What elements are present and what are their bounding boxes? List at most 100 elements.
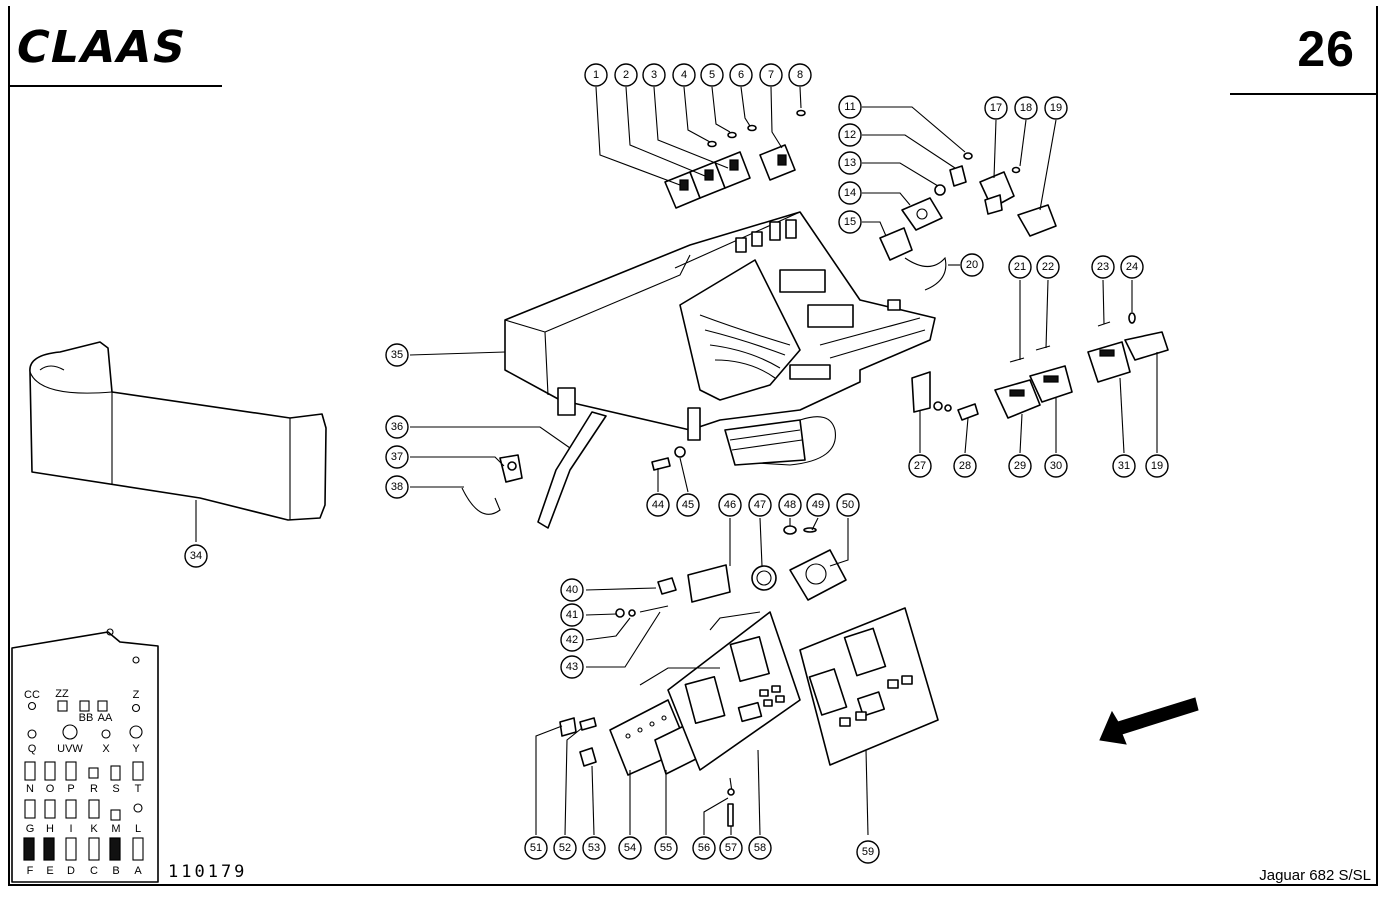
svg-text:BB: BB bbox=[79, 712, 94, 724]
callout-54: 54 bbox=[618, 836, 642, 860]
svg-text:36: 36 bbox=[391, 421, 403, 433]
svg-text:48: 48 bbox=[784, 499, 796, 511]
svg-text:5: 5 bbox=[709, 69, 715, 81]
part-54-55-switch-panel bbox=[609, 699, 699, 776]
callout-38: 38 bbox=[385, 475, 409, 499]
part-51-53-electrical bbox=[559, 717, 597, 767]
callout-20: 20 bbox=[960, 253, 984, 277]
svg-text:D: D bbox=[67, 865, 75, 877]
callout-24: 24 bbox=[1120, 255, 1144, 279]
svg-text:12: 12 bbox=[844, 129, 856, 141]
svg-text:52: 52 bbox=[559, 842, 571, 854]
callout-13: 13 bbox=[838, 151, 862, 175]
svg-text:O: O bbox=[46, 783, 55, 795]
part-44-45-bolt bbox=[651, 446, 686, 471]
svg-text:1: 1 bbox=[593, 69, 599, 81]
svg-text:CC: CC bbox=[24, 689, 40, 701]
part-35-console-housing bbox=[504, 211, 936, 441]
switch-key-row3: N O P R S T bbox=[24, 761, 144, 795]
callout-27: 27 bbox=[908, 454, 932, 478]
svg-text:G: G bbox=[26, 823, 35, 835]
callout-14: 14 bbox=[838, 181, 862, 205]
svg-text:X: X bbox=[102, 743, 110, 755]
svg-text:44: 44 bbox=[652, 499, 664, 511]
svg-text:59: 59 bbox=[862, 846, 874, 858]
svg-text:30: 30 bbox=[1050, 460, 1062, 472]
svg-text:42: 42 bbox=[566, 634, 578, 646]
callout-11: 11 bbox=[838, 95, 862, 119]
svg-text:R: R bbox=[90, 783, 98, 795]
callout-40: 40 bbox=[560, 578, 584, 602]
svg-text:35: 35 bbox=[391, 349, 403, 361]
svg-text:B: B bbox=[112, 865, 119, 877]
callout-28: 28 bbox=[953, 454, 977, 478]
svg-text:40: 40 bbox=[566, 584, 578, 596]
callout-6: 6 bbox=[729, 63, 753, 87]
svg-text:ZZ: ZZ bbox=[55, 688, 69, 700]
svg-text:46: 46 bbox=[724, 499, 736, 511]
svg-text:L: L bbox=[135, 823, 141, 835]
drawing-frame bbox=[8, 6, 1378, 886]
svg-text:Q: Q bbox=[28, 743, 37, 755]
part-58-instrument-panel bbox=[639, 611, 801, 827]
svg-text:20: 20 bbox=[966, 259, 978, 271]
svg-text:UVW: UVW bbox=[57, 743, 83, 755]
svg-text:19: 19 bbox=[1050, 102, 1062, 114]
part-27-28-bracket bbox=[911, 371, 979, 421]
callout-17: 17 bbox=[984, 96, 1008, 120]
switch-key-row4: G H I K M L bbox=[24, 799, 143, 835]
svg-text:58: 58 bbox=[754, 842, 766, 854]
part-29-31-rocker-switches bbox=[994, 331, 1169, 419]
svg-text:57: 57 bbox=[725, 842, 737, 854]
callout-46: 46 bbox=[718, 493, 742, 517]
part-59-panel bbox=[799, 607, 939, 766]
svg-text:E: E bbox=[46, 865, 53, 877]
callout-23: 23 bbox=[1091, 255, 1115, 279]
svg-text:18: 18 bbox=[1020, 102, 1032, 114]
svg-text:14: 14 bbox=[844, 187, 856, 199]
callout-31: 31 bbox=[1112, 454, 1136, 478]
callout-18: 18 bbox=[1014, 96, 1038, 120]
callout-12: 12 bbox=[838, 123, 862, 147]
drawing-number: 110179 bbox=[168, 862, 248, 882]
callout-43: 43 bbox=[560, 655, 584, 679]
svg-text:15: 15 bbox=[844, 216, 856, 228]
page-number: 26 bbox=[1297, 21, 1355, 77]
svg-text:4: 4 bbox=[681, 69, 687, 81]
callout-59: 59 bbox=[856, 840, 880, 864]
svg-text:50: 50 bbox=[842, 499, 854, 511]
svg-text:H: H bbox=[46, 823, 54, 835]
callout-1: 1 bbox=[584, 63, 608, 87]
svg-text:Y: Y bbox=[132, 743, 140, 755]
callout-29: 29 bbox=[1008, 454, 1032, 478]
switch-key-row2: Q UVW X Y bbox=[27, 724, 143, 755]
svg-text:Z: Z bbox=[133, 689, 140, 701]
svg-text:A: A bbox=[134, 865, 142, 877]
part-11-15-indicator-parts bbox=[879, 152, 973, 291]
callout-19-bottom: 19 bbox=[1145, 454, 1169, 478]
svg-text:8: 8 bbox=[797, 69, 803, 81]
part-34-side-panel bbox=[29, 341, 327, 521]
svg-text:P: P bbox=[67, 783, 74, 795]
callout-49: 49 bbox=[806, 493, 830, 517]
svg-text:K: K bbox=[90, 823, 98, 835]
svg-text:34: 34 bbox=[190, 550, 202, 562]
callout-57: 57 bbox=[719, 836, 743, 860]
svg-text:M: M bbox=[111, 823, 120, 835]
svg-text:51: 51 bbox=[530, 842, 542, 854]
callout-8: 8 bbox=[788, 63, 812, 87]
part-40-47-gauge-parts bbox=[615, 525, 847, 618]
callout-50: 50 bbox=[836, 493, 860, 517]
callout-34: 34 bbox=[184, 544, 208, 568]
wiring-harness bbox=[724, 416, 836, 466]
svg-text:54: 54 bbox=[624, 842, 636, 854]
svg-text:7: 7 bbox=[768, 69, 774, 81]
part-38-strap bbox=[461, 487, 501, 515]
svg-text:17: 17 bbox=[990, 102, 1002, 114]
svg-text:11: 11 bbox=[844, 101, 855, 113]
switch-key-row1: CC ZZ BB AA Z bbox=[24, 688, 141, 724]
callout-47: 47 bbox=[748, 493, 772, 517]
svg-text:28: 28 bbox=[959, 460, 971, 472]
part-17-19-switch-plate bbox=[979, 166, 1057, 237]
svg-text:C: C bbox=[90, 865, 98, 877]
